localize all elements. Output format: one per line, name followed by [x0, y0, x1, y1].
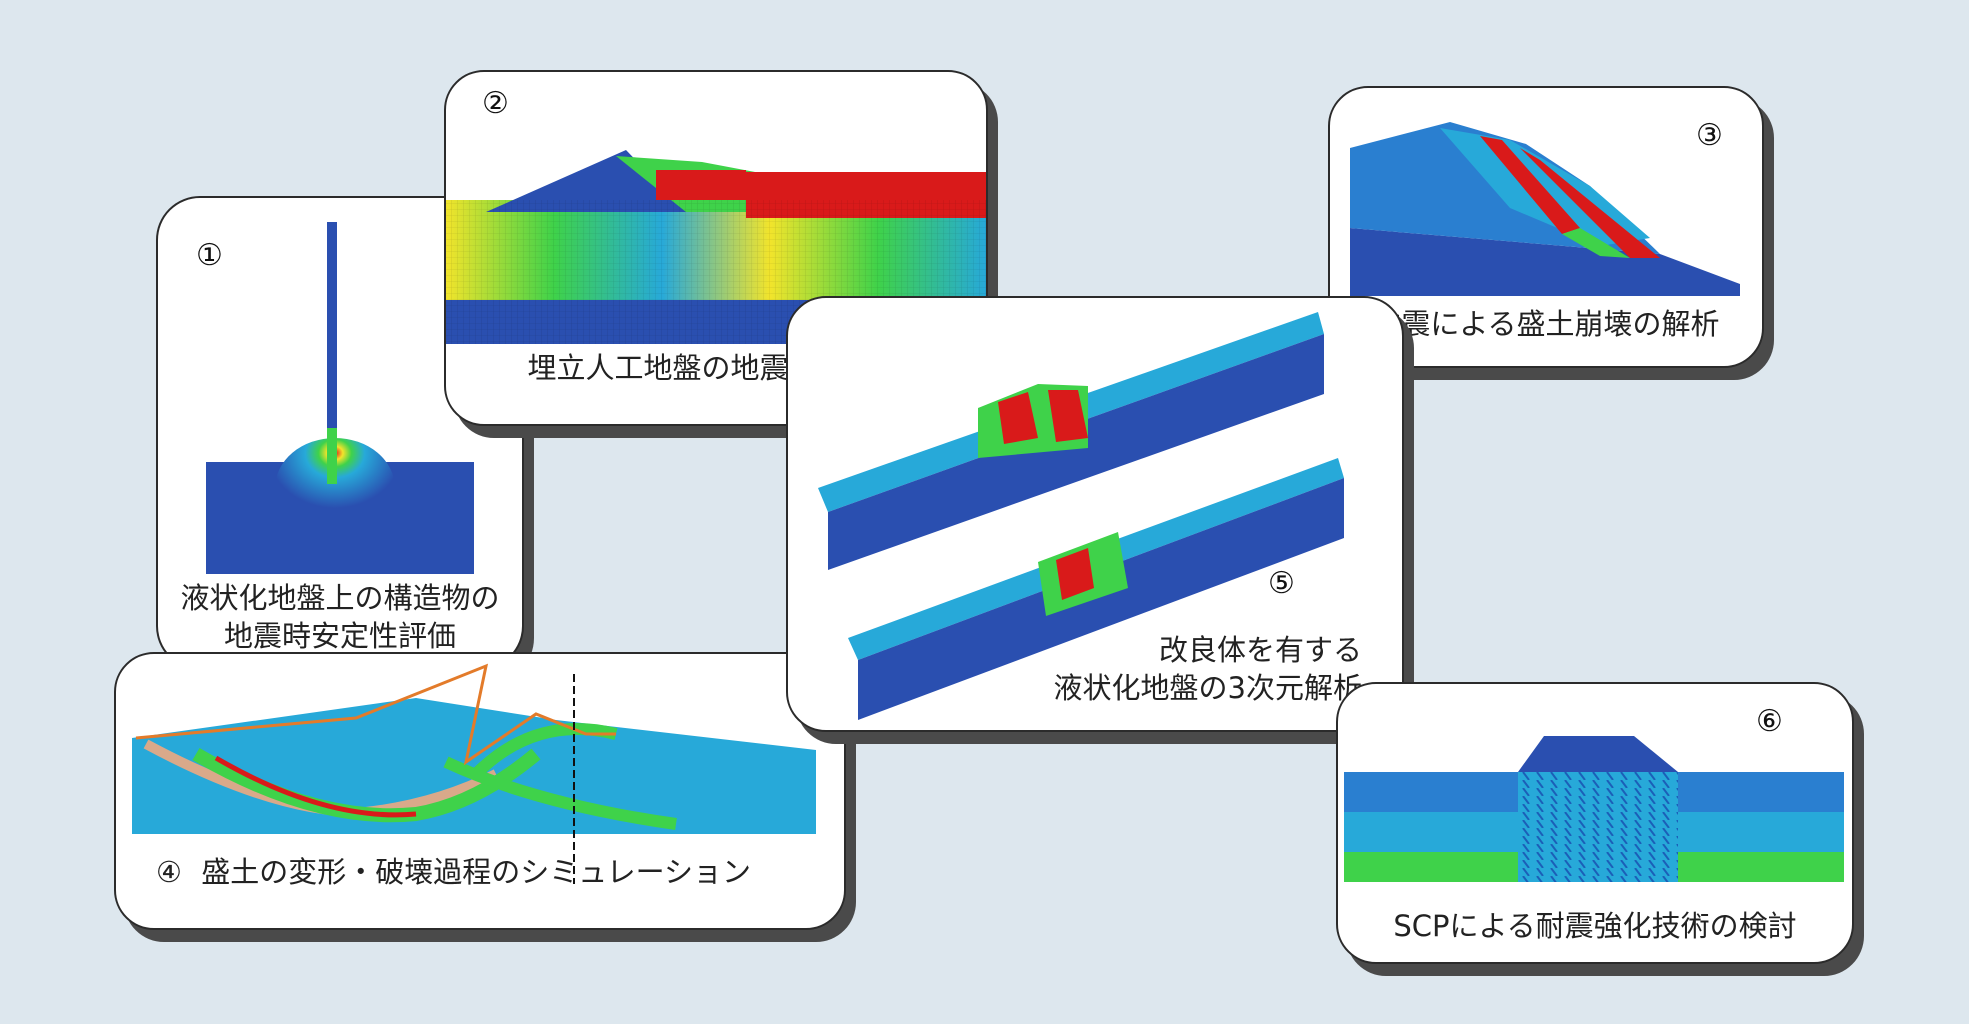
caption-line: 液状化地盤の3次元解析 [1053, 670, 1362, 705]
panel-number: ⑤ [1268, 566, 1295, 601]
panel-1-fem-image [206, 222, 474, 574]
panel-5-3d-liquefaction: ⑤ 改良体を有する 液状化地盤の3次元解析 [786, 296, 1404, 732]
panel-6-scp-reinforcement: ⑥ SCPによる耐震強化技術の検討 [1336, 682, 1854, 964]
panel-number: ⑥ [1756, 704, 1783, 739]
caption-line: 改良体を有する [1158, 633, 1362, 667]
panel-4-fem-image [132, 663, 816, 884]
panel-3-fem-image [1350, 122, 1740, 296]
panel-6-fem-image [1344, 736, 1844, 882]
panel-number: ③ [1696, 118, 1723, 153]
caption-line: SCPによる耐震強化技術の検討 [1393, 909, 1797, 943]
panel-5-fem-image [818, 312, 1344, 720]
caption-line: 液状化地盤上の構造物の [180, 581, 500, 615]
panel-number: ① [196, 238, 223, 273]
panel-number-and-caption: ④ 盛土の変形・破壊過程のシミュレーション [156, 854, 844, 892]
panel-2-fem-image [446, 150, 986, 344]
panel-4-deformation-simulation: ④ 盛土の変形・破壊過程のシミュレーション [114, 652, 846, 930]
panel-number: ② [482, 86, 509, 121]
caption-line: 盛土の変形・破壊過程のシミュレーション [201, 855, 752, 889]
panel-number: ④ [156, 855, 182, 889]
caption-line: 地震による盛土崩壊の解析 [1372, 307, 1720, 341]
caption-line: 地震時安定性評価 [223, 618, 456, 653]
